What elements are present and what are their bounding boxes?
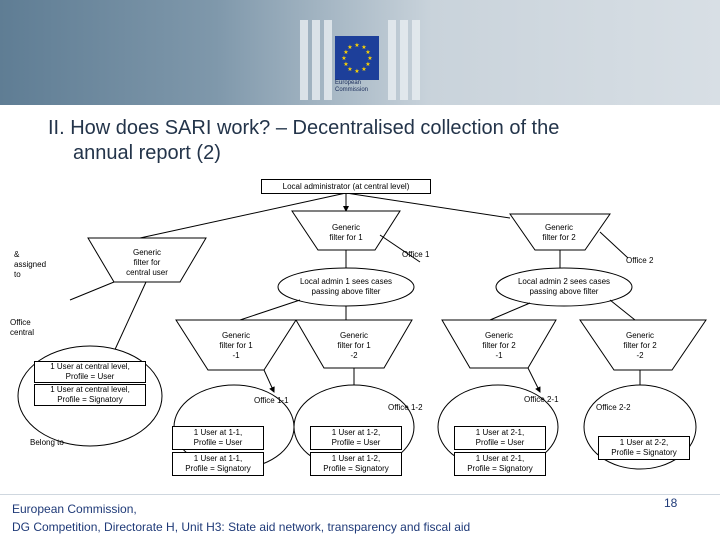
filter-2-label: Generic filter for 2: [524, 223, 594, 243]
edge: [600, 232, 628, 258]
office-2-label: Office 2: [626, 256, 653, 266]
signatory-1-1-box: 1 User at 1-1, Profile = Signatory: [172, 452, 264, 476]
edge: [112, 282, 146, 356]
edge: [70, 282, 114, 300]
central-user-box: 1 User at central level, Profile = User: [34, 361, 146, 383]
filter-1-label: Generic filter for 1: [312, 223, 380, 243]
footer-line-1: European Commission,: [12, 500, 470, 518]
edge: [240, 300, 300, 320]
office-1-2-label: Office 1-2: [388, 403, 423, 413]
signatory-1-2-box: 1 User at 1-2, Profile = Signatory: [310, 452, 402, 476]
assigned-label: & assigned to: [14, 250, 54, 280]
admin-2-label: Local admin 2 sees cases passing above f…: [498, 277, 630, 297]
footer-divider: [0, 494, 720, 495]
office-central-label: Office central: [10, 318, 50, 338]
user-2-1-box: 1 User at 2-1, Profile = User: [454, 426, 546, 450]
signatory-2-2-box: 1 User at 2-2, Profile = Signatory: [598, 436, 690, 460]
admin-1-label: Local admin 1 sees cases passing above f…: [280, 277, 412, 297]
filter-1-1-label: Generic filter for 1 -1: [200, 331, 272, 361]
filter-2-1-label: Generic filter for 2 -1: [463, 331, 535, 361]
user-1-2-box: 1 User at 1-2, Profile = User: [310, 426, 402, 450]
signatory-2-1-box: 1 User at 2-1, Profile = Signatory: [454, 452, 546, 476]
edge: [528, 368, 540, 392]
footer-line-2: DG Competition, Directorate H, Unit H3: …: [12, 518, 470, 536]
edge: [610, 300, 635, 320]
filter-1-2-label: Generic filter for 1 -2: [318, 331, 390, 361]
user-1-1-box: 1 User at 1-1, Profile = User: [172, 426, 264, 450]
office-1-label: Office 1: [402, 250, 429, 260]
office-1-1-label: Office 1-1: [254, 396, 289, 406]
footer-text: European Commission, DG Competition, Dir…: [12, 500, 470, 536]
office-2-1-label: Office 2-1: [524, 395, 559, 405]
filter-central-label: Generic filter for central user: [112, 248, 182, 278]
office-2-2-label: Office 2-2: [596, 403, 631, 413]
edge: [264, 370, 274, 392]
filter-2-2-label: Generic filter for 2 -2: [604, 331, 676, 361]
top-admin-box: Local administrator (at central level): [261, 179, 431, 194]
edge: [490, 303, 530, 320]
belong-to-label: Belong to: [30, 438, 64, 448]
central-signatory-box: 1 User at central level, Profile = Signa…: [34, 384, 146, 406]
page-number: 18: [664, 496, 677, 510]
